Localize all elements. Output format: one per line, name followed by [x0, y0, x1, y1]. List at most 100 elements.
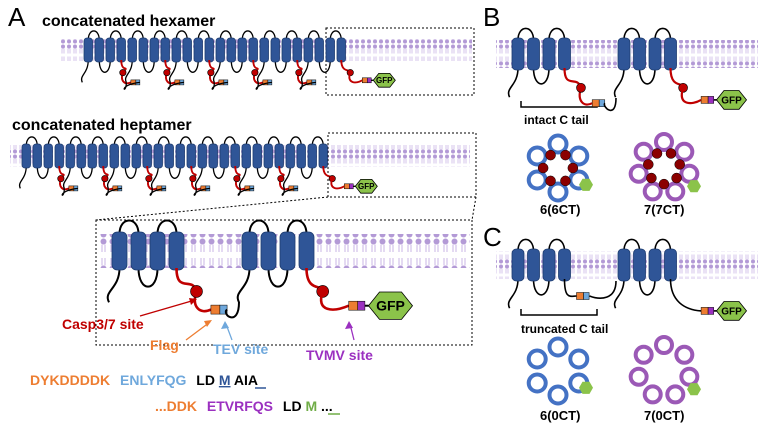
- ring-subunit: [547, 336, 569, 358]
- gfp-label: GFP: [721, 95, 742, 106]
- flag-tag: [344, 183, 350, 190]
- linker: [299, 81, 316, 90]
- tm-helix: [617, 37, 631, 71]
- b-bracket-label: intact C tail: [524, 113, 589, 127]
- tvmv-site: [367, 77, 372, 84]
- n-terminus: [236, 267, 251, 303]
- linker: [123, 81, 140, 90]
- ring-subunit: [568, 348, 590, 370]
- n-terminus: [256, 59, 265, 83]
- gfp-hexagon: [367, 291, 414, 320]
- casp-arrowhead: [189, 298, 197, 305]
- c-ring7-label: 7(0CT): [644, 408, 684, 423]
- extracellular-loop: [109, 30, 122, 41]
- casp-arrow: [139, 299, 196, 317]
- extracellular-loop: [219, 30, 232, 41]
- casp-site: [145, 175, 153, 183]
- intracellular-loop: [80, 165, 93, 179]
- gfp-hexagon: [715, 301, 748, 321]
- extracellular-loop: [548, 27, 566, 41]
- tvmv-label: TVMV site: [306, 347, 373, 363]
- extracellular-loop: [307, 30, 320, 41]
- ring-subunit: [674, 344, 695, 365]
- n-terminus: [124, 59, 133, 83]
- tm-helix: [164, 143, 174, 169]
- tm-helix: [230, 143, 240, 169]
- tvmv-arrowhead: [345, 321, 353, 329]
- tm-helix: [263, 143, 273, 169]
- intracellular-loop: [532, 67, 550, 85]
- extracellular-loop: [263, 30, 276, 41]
- ring-subunit: [526, 169, 548, 191]
- linker: [167, 81, 184, 90]
- flag-tag: [210, 304, 221, 315]
- tm-helix: [648, 248, 662, 282]
- extracellular-loop: [25, 136, 38, 147]
- tm-helix: [32, 143, 42, 169]
- tm-helix: [527, 248, 540, 282]
- subunit: [62, 136, 123, 196]
- casp-site: [207, 69, 215, 77]
- extracellular-loop: [517, 238, 535, 252]
- tm-helix: [527, 37, 540, 71]
- tm-helix: [336, 37, 346, 63]
- subunit: [507, 238, 617, 309]
- n-terminus: [150, 165, 159, 189]
- casp-site: [189, 175, 197, 183]
- subunit: GFP: [282, 136, 378, 194]
- subunit: GFP: [300, 30, 396, 88]
- intracellular-loop: [300, 165, 313, 179]
- c-tail: [330, 178, 345, 190]
- tvmv-site: [707, 96, 714, 104]
- enlarged-box: [95, 219, 473, 346]
- subunit: [256, 30, 317, 90]
- c-tail-bead: [646, 172, 657, 184]
- flag-tag: [576, 292, 584, 300]
- tm-helix: [94, 37, 104, 63]
- tm-helix: [54, 143, 64, 169]
- ring-subunit: [679, 366, 700, 387]
- tm-helix: [120, 143, 130, 169]
- ring-subunit: [628, 366, 649, 387]
- extracellular-loop: [623, 27, 641, 41]
- extracellular-loop: [87, 30, 100, 41]
- tm-helix: [511, 248, 525, 282]
- gfp-tag-small: [579, 381, 593, 394]
- flag-label: Flag: [150, 337, 179, 353]
- intracellular-loop: [638, 67, 656, 85]
- n-terminus: [300, 59, 309, 83]
- tm-helix: [109, 143, 119, 169]
- heptamer-zoom-box: [327, 132, 477, 198]
- extracellular-loop: [548, 238, 566, 252]
- flag-arrowhead: [204, 320, 212, 327]
- sequence-line-1: DYKDDDDK ENLYFQG LD M AIA: [30, 372, 258, 388]
- seq2-post: ...: [321, 398, 333, 414]
- ring-subunit: [568, 145, 590, 167]
- linker: [255, 81, 272, 90]
- tm-helix: [219, 143, 229, 169]
- tm-helix: [241, 143, 251, 169]
- c-tail: [319, 290, 350, 311]
- n-terminus: [613, 278, 625, 309]
- tm-helix: [186, 143, 196, 169]
- c-tail-bead: [567, 162, 579, 174]
- intracellular-loop: [36, 165, 49, 179]
- b-ring6-label: 6(6CT): [540, 202, 580, 217]
- gfp-tag-small: [579, 178, 593, 191]
- n-terminus: [106, 267, 121, 303]
- c-tail-bead: [537, 162, 549, 174]
- c-tail-bead: [643, 159, 654, 170]
- c-ring6-label: 6(0CT): [540, 408, 580, 423]
- linker: [105, 187, 122, 196]
- tm-helix: [617, 248, 631, 282]
- subunit: [106, 219, 240, 319]
- extracellular-loop: [135, 136, 148, 147]
- linker: [589, 280, 617, 299]
- tm-helix: [633, 37, 646, 71]
- casp-site: [163, 69, 171, 77]
- subunit: [124, 30, 185, 90]
- linker: [193, 187, 210, 196]
- tm-helix: [241, 231, 258, 271]
- extracellular-loop: [311, 136, 324, 147]
- casp-site: [251, 69, 259, 77]
